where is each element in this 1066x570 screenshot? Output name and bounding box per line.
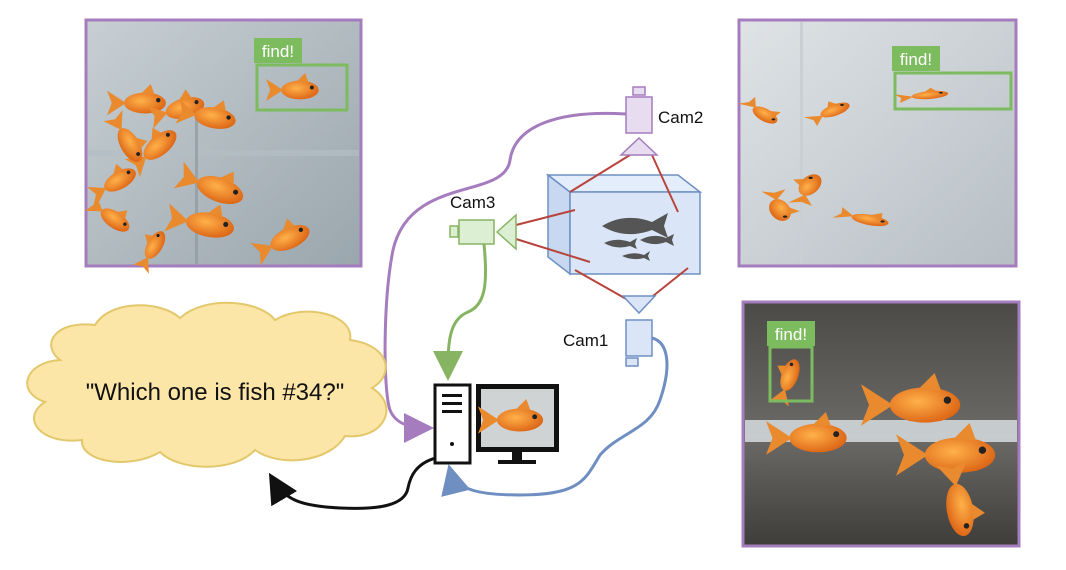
cam1-label: Cam1 <box>563 331 608 350</box>
cam3-label: Cam3 <box>450 193 495 212</box>
find-label-top-right: find! <box>900 50 932 69</box>
camera-sight-lines <box>515 154 689 301</box>
photo-top-right: find! <box>737 18 1018 268</box>
find-label-top-left: find! <box>262 42 294 61</box>
find-box-top-left: find! <box>254 38 349 112</box>
photo-top-left: find! <box>84 18 363 274</box>
find-box-bottom-right: find! <box>767 321 815 403</box>
camera-icon <box>619 86 659 156</box>
cam3: Cam3 <box>449 193 517 251</box>
find-label-bottom-right: find! <box>775 325 807 344</box>
computer-to-thought-arrow <box>268 455 441 510</box>
thought-cloud: "Which one is fish #34?" <box>26 301 388 468</box>
cam3-to-computer-arrow <box>433 243 488 381</box>
cam2-to-computer-arrow <box>383 111 627 443</box>
fish-icon <box>602 213 674 261</box>
desktop-computer-icon <box>433 383 559 465</box>
cam1-to-computer-arrow <box>441 336 669 497</box>
photo-bottom-right: find! <box>741 300 1021 548</box>
cam2: Cam2 <box>619 86 703 156</box>
camera-icon <box>449 213 517 251</box>
find-box-top-right: find! <box>892 46 1013 111</box>
cam1: Cam1 <box>563 295 657 367</box>
fish-tank <box>545 173 703 276</box>
camera-icon <box>621 295 657 367</box>
thought-text: "Which one is fish #34?" <box>86 379 345 406</box>
cam2-label: Cam2 <box>658 108 703 127</box>
